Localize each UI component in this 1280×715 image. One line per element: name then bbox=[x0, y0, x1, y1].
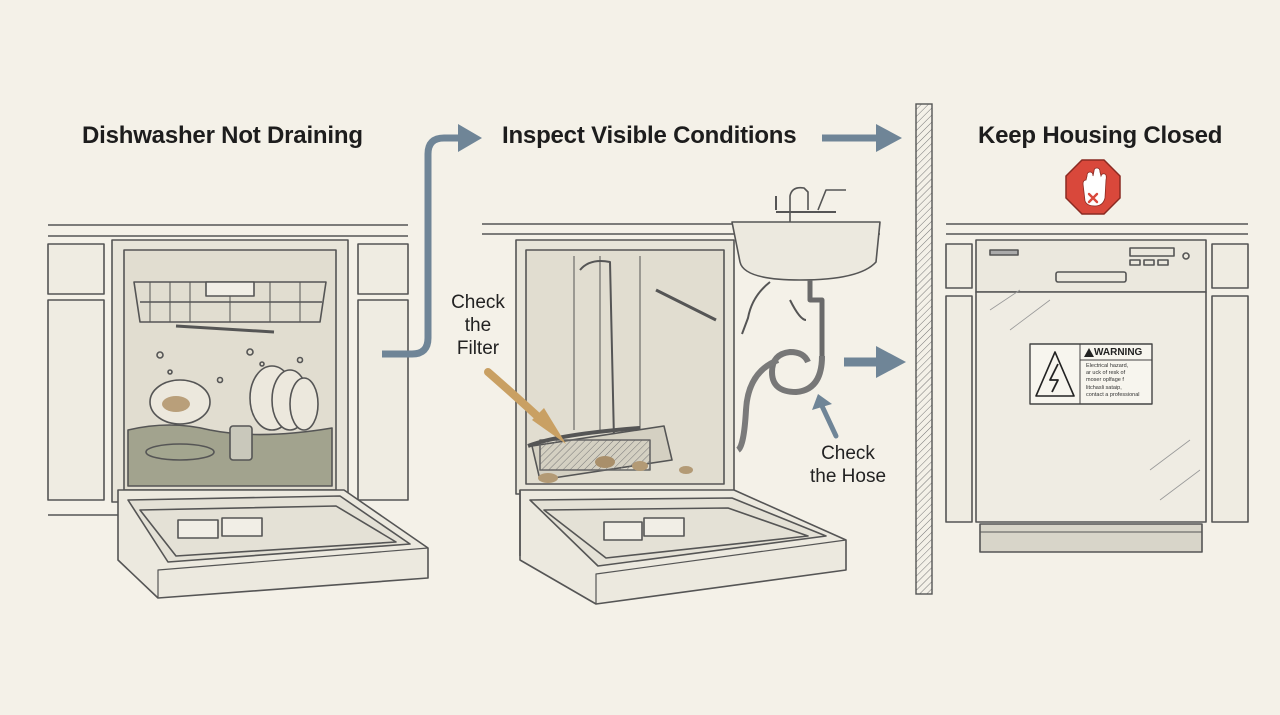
panel-2-inspection-scene bbox=[482, 186, 881, 605]
filter-callout: Check the Filter bbox=[444, 291, 512, 360]
filter-callout-arrow bbox=[484, 368, 566, 444]
divider-wall bbox=[915, 103, 933, 595]
warning-heading: WARNING bbox=[1094, 347, 1143, 358]
warning-line: contact a professional bbox=[1086, 391, 1140, 398]
flow-arrow-icon bbox=[844, 346, 906, 378]
electrical-hazard-icon bbox=[1035, 351, 1075, 397]
filter-callout-line-2: the bbox=[464, 315, 492, 336]
warning-line: ar uck of resk of bbox=[1086, 370, 1126, 377]
flow-arrow-icon bbox=[822, 124, 902, 152]
filter-callout-line-3: Filter bbox=[456, 338, 500, 359]
flow-arrow-icon bbox=[382, 124, 482, 358]
stop-hand-icon bbox=[1065, 159, 1121, 215]
panel-1-dishwasher-open bbox=[47, 224, 429, 599]
warning-line: litchasli sataip, bbox=[1086, 384, 1122, 391]
panel-3-closed-dishwasher bbox=[945, 223, 1249, 553]
panel-title-2: Inspect Visible Conditions bbox=[502, 122, 797, 149]
warning-line: moser oplfage f bbox=[1086, 377, 1124, 384]
panel-title-3: Keep Housing Closed bbox=[978, 122, 1223, 149]
warning-triangle-icon bbox=[1084, 348, 1094, 357]
warning-body: Electrical hazard, ar uck of resk of mos… bbox=[1086, 363, 1150, 399]
panel-title-1: Dishwasher Not Draining bbox=[82, 122, 363, 149]
hose-callout-line-2: the Hose bbox=[809, 466, 887, 487]
filter-callout-line-1: Check bbox=[451, 292, 505, 313]
hose-callout-arrow bbox=[812, 394, 839, 439]
hose-callout-line-1: Check bbox=[821, 443, 875, 464]
hose-callout: Check the Hose bbox=[800, 442, 896, 488]
warning-line: Electrical hazard, bbox=[1086, 363, 1129, 369]
